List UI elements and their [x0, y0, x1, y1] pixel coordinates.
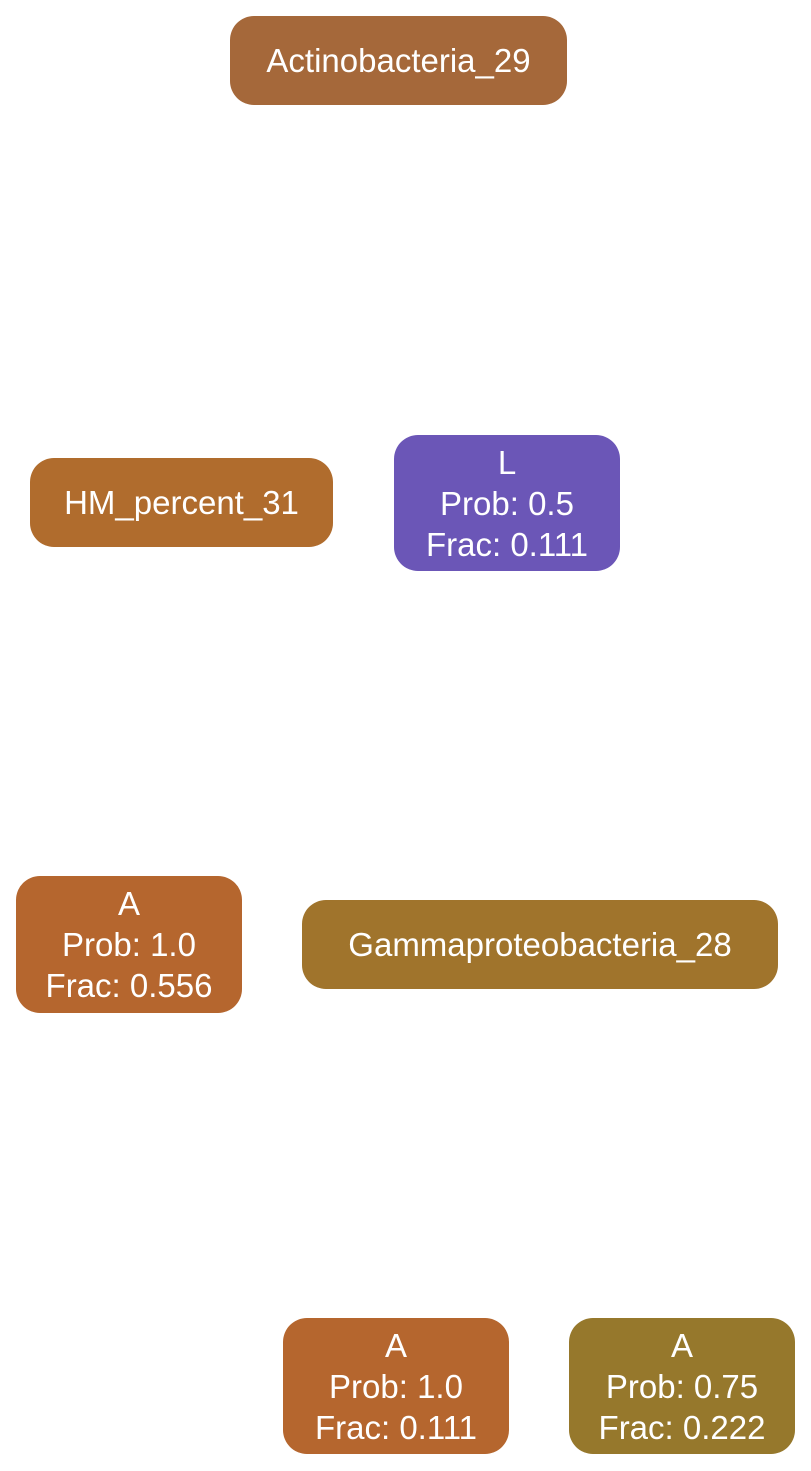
leaf-frac: Frac: 0.556: [45, 967, 213, 1004]
leaf-node-a-1: A Prob: 1.0 Frac: 0.556: [16, 876, 242, 1013]
leaf-prob: Prob: 0.75: [605, 1367, 759, 1405]
leaf-class: A: [670, 1326, 693, 1364]
leaf-prob: Prob: 1.0: [62, 926, 196, 963]
node-label: HM_percent_31: [64, 484, 299, 521]
node-label: Actinobacteria_29: [266, 42, 531, 79]
node-label: Gammaproteobacteria_28: [348, 926, 732, 963]
node-actinobacteria: Actinobacteria_29: [230, 16, 567, 105]
leaf-prob: Prob: 1.0: [329, 1367, 463, 1405]
leaf-frac: Frac: 0.111: [425, 525, 589, 563]
leaf-node-a-2: A Prob: 1.0 Frac: 0.111: [283, 1318, 509, 1454]
leaf-prob: Prob: 0.5: [440, 484, 574, 522]
leaf-node-a-3: A Prob: 0.75 Frac: 0.222: [569, 1318, 795, 1454]
node-hm-percent: HM_percent_31: [30, 458, 333, 547]
leaf-frac: Frac: 0.222: [598, 1408, 766, 1446]
leaf-class: A: [384, 1326, 407, 1364]
leaf-class: L: [497, 443, 517, 481]
leaf-class: A: [117, 885, 140, 922]
leaf-node-l: L Prob: 0.5 Frac: 0.111: [394, 435, 620, 571]
leaf-frac: Frac: 0.111: [314, 1408, 478, 1446]
node-gammaproteobacteria: Gammaproteobacteria_28: [302, 900, 778, 989]
